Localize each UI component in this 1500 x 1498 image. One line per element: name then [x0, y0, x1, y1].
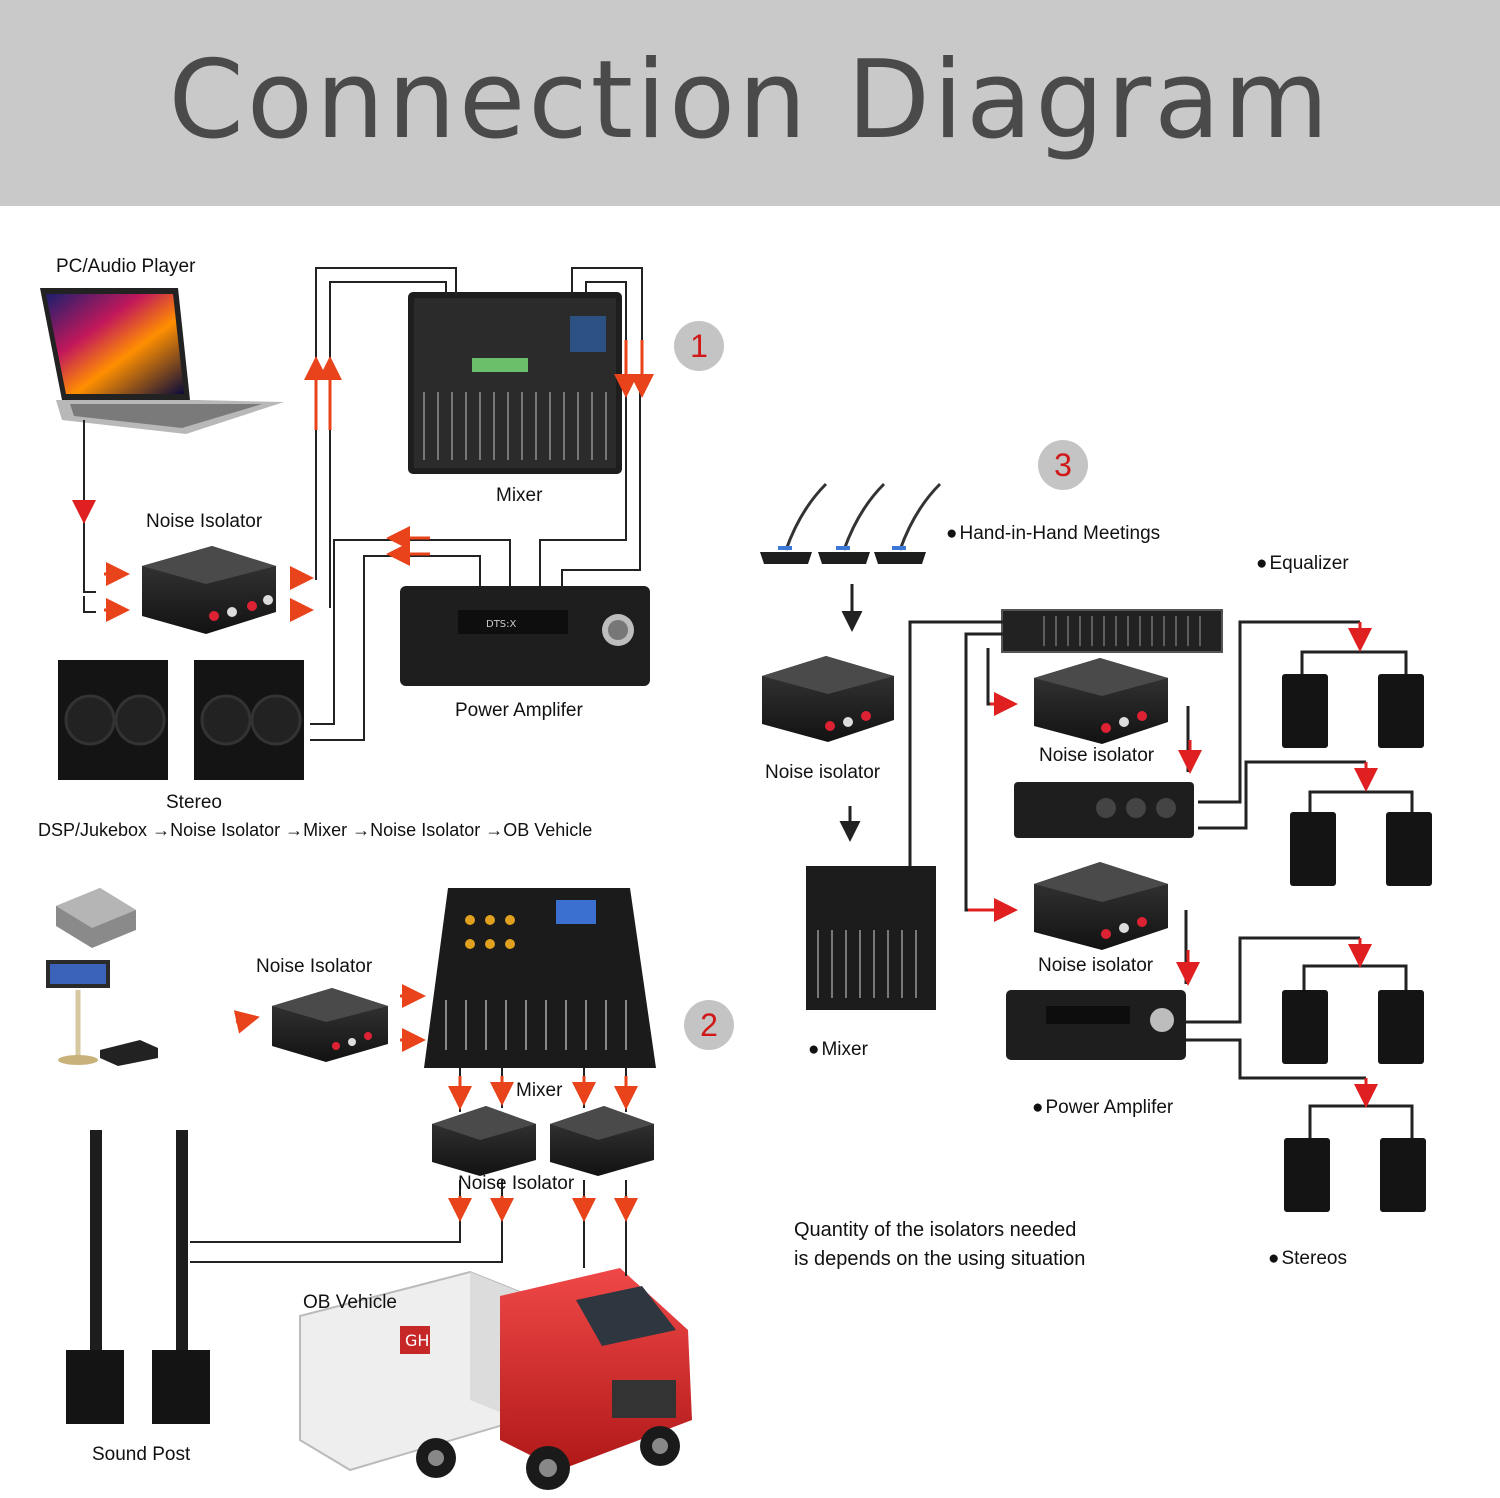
dsp-devices-icon: [46, 888, 158, 1066]
mixer-1-icon: [408, 292, 622, 474]
equalizer-icon: [1001, 609, 1223, 653]
flow-arrow: →: [485, 820, 504, 840]
diagram-canvas: DTS:X: [40, 267, 1432, 1490]
noise-isolator-3-bottom-icon: [1034, 862, 1168, 950]
laptop-icon: [40, 288, 284, 434]
flow-arrow: →: [152, 820, 171, 840]
noise-isolator-3-left-icon: [762, 656, 894, 742]
power-amplifier-3-icon: [1006, 990, 1186, 1060]
noise-isolator-2-icon: [272, 988, 388, 1062]
isolator-quantity-note: Quantity of the isolators needed is depe…: [794, 1216, 1085, 1274]
ob-vehicle-icon: GH: [299, 1268, 692, 1490]
stereos-icon: [1282, 674, 1432, 1212]
amp-display: DTS:X: [486, 619, 517, 630]
pc-audio-player-label: PC/Audio Player: [56, 256, 196, 277]
section-3-black-arrows: [839, 584, 863, 842]
section-3-badge: 3: [1038, 440, 1088, 490]
ob-vehicle-label: OB Vehicle: [303, 1292, 397, 1313]
power-amplifier-1-icon: DTS:X: [400, 586, 650, 686]
noise-isolator-3-top-icon: [1034, 658, 1168, 744]
section-2-badge: 2: [684, 1000, 734, 1050]
flow-item-isolator-1: Noise Isolator: [170, 820, 281, 840]
flow-item-mixer: Mixer: [303, 820, 348, 840]
noise-isolator-1-icon: [142, 546, 276, 634]
mixer-1-label: Mixer: [496, 485, 543, 506]
page-title: Connection Diagram: [168, 38, 1332, 163]
flow-arrow: →: [285, 820, 304, 840]
meetings-label: Hand-in-Hand Meetings: [946, 523, 1160, 545]
amplifier-3-top-icon: [1014, 782, 1194, 838]
section-2-arrows: [233, 984, 638, 1222]
noise-isolator-1-label: Noise Isolator: [146, 511, 263, 532]
mixer-3-label: Mixer: [808, 1039, 867, 1061]
flow-item-ob-vehicle: OB Vehicle: [503, 820, 593, 840]
mixer-3-icon: [806, 866, 936, 1010]
mixer-2-icon: [424, 888, 656, 1068]
stereo-speakers-icon: [58, 660, 304, 780]
noise-isolator-2-label: Noise Isolator: [256, 956, 373, 977]
power-amplifier-1-label: Power Amplifer: [455, 700, 583, 721]
flow-line: DSP/Jukebox →Noise Isolator →Mixer →Nois…: [38, 820, 592, 841]
equalizer-label: Equalizer: [1256, 553, 1348, 575]
sound-post-icon: [66, 1130, 210, 1424]
stereo-label: Stereo: [166, 792, 222, 813]
stereos-label: Stereos: [1268, 1248, 1346, 1270]
flow-arrow: →: [352, 820, 371, 840]
section-2: GH: [46, 888, 692, 1490]
section-1-arrows: [72, 340, 654, 622]
mixer-2-label: Mixer: [516, 1080, 563, 1101]
connection-diagram: DTS:X: [0, 206, 1500, 1498]
noise-isolator-pair-label: Noise Isolator: [458, 1173, 575, 1194]
section-3: [760, 482, 1432, 1212]
flow-item-dsp: DSP/Jukebox: [38, 820, 148, 840]
note-line-2: is depends on the using situation: [794, 1248, 1086, 1270]
header-banner: Connection Diagram: [0, 0, 1500, 206]
section-1: DTS:X: [40, 267, 654, 780]
noise-isolator-3-top-label: Noise isolator: [1039, 745, 1155, 766]
sound-post-label: Sound Post: [92, 1444, 191, 1465]
noise-isolator-pair-icon: [432, 1106, 654, 1176]
microphones-icon: [760, 482, 942, 564]
power-amplifier-3-label: Power Amplifer: [1032, 1097, 1173, 1119]
section-1-badge: 1: [674, 321, 724, 371]
noise-isolator-3-left-label: Noise isolator: [765, 762, 881, 783]
section-3-red-arrows: [968, 622, 1378, 1108]
note-line-1: Quantity of the isolators needed: [794, 1219, 1077, 1241]
flow-item-isolator-2: Noise Isolator: [370, 820, 481, 840]
truck-sign: GH: [405, 1331, 429, 1350]
noise-isolator-3-bottom-label: Noise isolator: [1038, 955, 1154, 976]
